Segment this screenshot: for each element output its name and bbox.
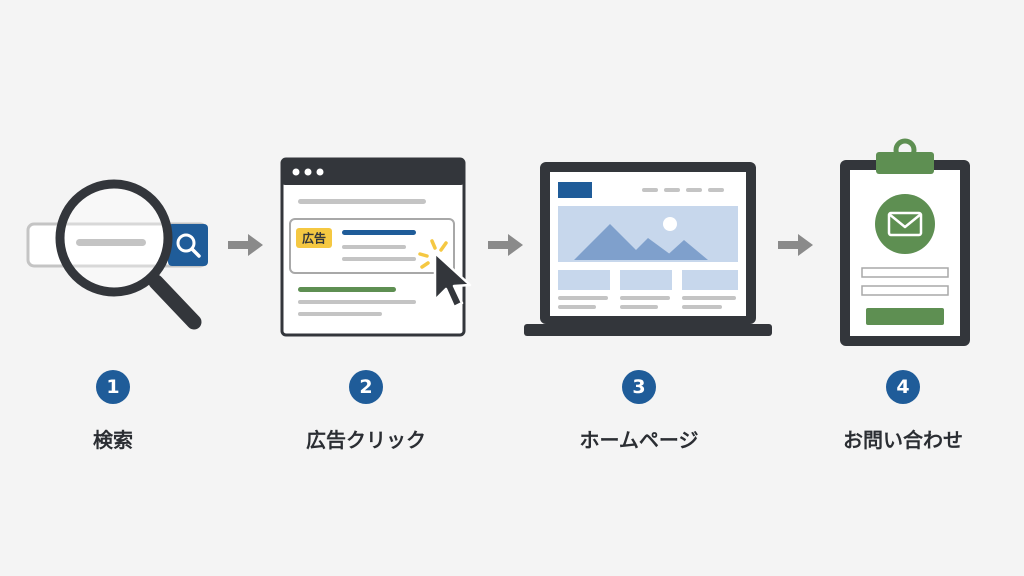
- window-dot-icon: [316, 168, 324, 176]
- window-dot-icon: [304, 168, 312, 176]
- magnifier-handle: [148, 274, 202, 330]
- clipboard-clip-ring: [893, 138, 917, 162]
- form-submit-button: [866, 308, 944, 325]
- form-field: [861, 267, 949, 278]
- step-label: 検索: [93, 428, 133, 452]
- step-number-badge: 4: [886, 370, 920, 404]
- step-label: 広告クリック: [306, 428, 426, 452]
- search-text-placeholder: [76, 239, 146, 246]
- browser-ad-click-icon: 広告: [280, 157, 472, 337]
- site-logo: [558, 182, 592, 198]
- browser-title-bar: [282, 159, 464, 185]
- mail-circle: [875, 194, 935, 254]
- envelope-icon: [887, 211, 923, 237]
- sun-icon: [663, 217, 677, 231]
- step-label: お問い合わせ: [843, 428, 963, 452]
- magnifier-search-icon: [26, 179, 208, 330]
- click-burst-icon: [418, 239, 448, 269]
- search-bar-button: [168, 224, 208, 266]
- mouse-cursor-icon: [433, 251, 472, 309]
- magnifier-lens: [55, 179, 173, 297]
- arrow-right-icon: [778, 234, 813, 256]
- laptop-homepage-icon: [524, 162, 772, 336]
- step-number-badge: 2: [349, 370, 383, 404]
- step-label: ホームページ: [579, 428, 699, 452]
- window-dot-icon: [292, 168, 300, 176]
- form-field: [861, 285, 949, 296]
- step-number-badge: 3: [622, 370, 656, 404]
- search-button-icon: [176, 233, 196, 253]
- clipboard-clip: [876, 152, 934, 174]
- clipboard-contact-form-icon: [840, 138, 970, 346]
- ad-badge: [296, 228, 332, 248]
- ad-badge-text: 広告: [302, 231, 326, 246]
- arrow-right-icon: [488, 234, 523, 256]
- step-number-badge: 1: [96, 370, 130, 404]
- arrow-right-icon: [228, 234, 263, 256]
- laptop-base: [524, 324, 772, 336]
